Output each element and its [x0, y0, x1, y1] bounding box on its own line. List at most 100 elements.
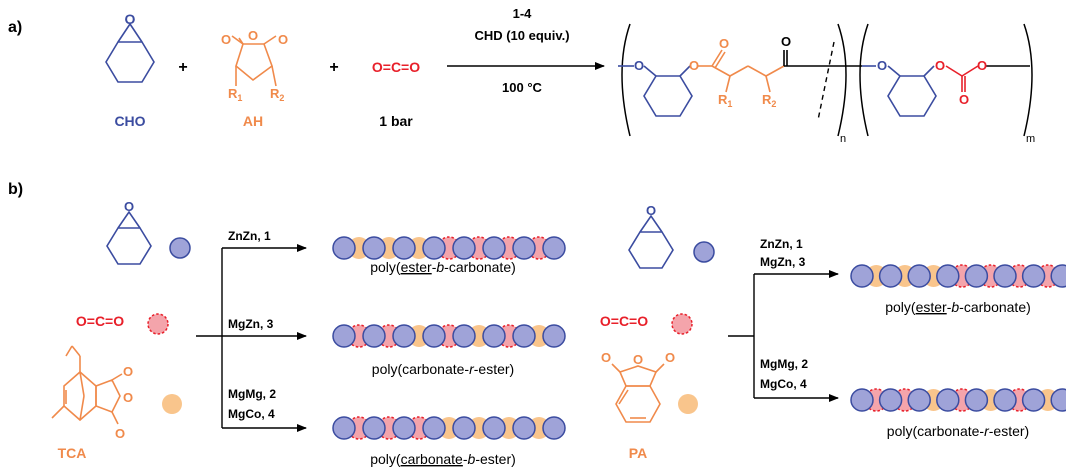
- polymer-o-4: O: [781, 34, 791, 49]
- epoxide-bead: [332, 416, 356, 440]
- pa-oxygen-left: O: [601, 350, 611, 365]
- pressure-label: 1 bar: [379, 113, 413, 129]
- epoxide-bead: [878, 388, 903, 412]
- epoxide-bead: [422, 416, 446, 440]
- co2-molecule-b-right: O=C=O: [600, 313, 648, 329]
- epoxide-bead: [392, 236, 416, 260]
- epoxide-bead: [422, 236, 446, 260]
- co2-molecule-b-left: O=C=O: [76, 313, 124, 329]
- chain-left-1: [332, 236, 566, 260]
- left-cat-3b: MgCo, 4: [228, 407, 275, 421]
- co2-bead-legend-right: [671, 313, 693, 335]
- chain-left-3: [332, 416, 566, 440]
- polymer-o-6: O: [935, 58, 945, 73]
- cho-structure-b-left: [106, 210, 152, 265]
- epoxide-bead: [964, 388, 989, 412]
- plus-2: +: [329, 59, 338, 76]
- cho-oxygen-b-right: O: [646, 203, 656, 218]
- right-product-2: poly(carbonate-r-ester): [887, 423, 1029, 439]
- left-product-2: poly(carbonate-r-ester): [372, 361, 514, 377]
- epoxide-bead: [512, 324, 536, 348]
- catalysts-label: 1-4: [513, 6, 533, 21]
- cho-structure-b-right: [628, 214, 674, 269]
- epoxide-bead: [422, 324, 446, 348]
- left-cat-3a: MgMg, 2: [228, 387, 276, 401]
- epoxide-bead-legend-right: [693, 241, 715, 263]
- ah-oxygen-ring: O: [248, 28, 258, 43]
- epoxide-bead: [878, 264, 903, 288]
- epoxide-bead: [542, 324, 566, 348]
- pa-oxygen-right: O: [665, 350, 675, 365]
- right-product-1: poly(ester-b-carbonate): [885, 299, 1031, 315]
- epoxide-bead: [482, 236, 506, 260]
- right-cat-2a: MgMg, 2: [760, 357, 808, 371]
- chain-left-2: [332, 324, 566, 348]
- epoxide-bead: [512, 416, 536, 440]
- pa-oxygen-ring: O: [633, 352, 643, 367]
- left-product-1: poly(ester-b-carbonate): [370, 259, 516, 275]
- epoxide-bead: [332, 236, 356, 260]
- epoxide-bead: [1050, 388, 1066, 412]
- epoxide-bead: [993, 388, 1017, 412]
- tca-structure: [51, 345, 123, 425]
- polymer-o-1: O: [634, 58, 644, 73]
- ah-label: AH: [243, 113, 263, 129]
- polymer-o-5: O: [877, 58, 887, 73]
- epoxide-bead: [362, 324, 386, 348]
- left-branch-arrows: [196, 244, 307, 432]
- epoxide-bead: [542, 236, 566, 260]
- epoxide-bead: [452, 324, 476, 348]
- polymer-m: m: [1026, 133, 1035, 145]
- epoxide-bead: [482, 324, 506, 348]
- cho-oxygen: O: [125, 11, 136, 27]
- epoxide-bead: [332, 324, 356, 348]
- epoxide-bead: [542, 416, 566, 440]
- tca-oxygen-2: O: [123, 390, 133, 405]
- epoxide-bead: [907, 264, 931, 288]
- panel-b-label: b): [8, 181, 23, 198]
- epoxide-bead: [362, 236, 386, 260]
- left-cat-2: MgZn, 3: [228, 317, 274, 331]
- anhydride-bead-legend-left: [162, 394, 182, 414]
- epoxide-bead: [362, 416, 386, 440]
- plus-1: +: [178, 59, 187, 76]
- epoxide-bead: [392, 324, 416, 348]
- polymer-o-3: O: [719, 36, 729, 51]
- panel-a-label: a): [8, 19, 22, 36]
- chain-right-2: [850, 388, 1066, 412]
- epoxide-bead-legend-left: [169, 237, 191, 259]
- polymer-o-7: O: [959, 92, 969, 107]
- epoxide-bead: [482, 416, 506, 440]
- cho-oxygen-b-left: O: [124, 199, 134, 214]
- tca-oxygen-1: O: [123, 364, 133, 379]
- pa-structure: [611, 363, 665, 423]
- cho-label: CHO: [114, 113, 145, 129]
- epoxide-bead: [850, 264, 874, 288]
- ah-oxygen-left: O: [221, 32, 231, 47]
- ah-r2: R2: [270, 86, 284, 103]
- epoxide-bead: [452, 416, 476, 440]
- epoxide-bead: [1021, 388, 1046, 412]
- left-product-3: poly(carbonate-b-ester): [370, 451, 516, 467]
- epoxide-bead: [964, 264, 989, 288]
- epoxide-bead: [1050, 264, 1066, 288]
- epoxide-bead: [936, 264, 960, 288]
- right-cat-1a: ZnZn, 1: [760, 237, 803, 251]
- polymer-o-8: O: [977, 58, 987, 73]
- epoxide-bead: [993, 264, 1017, 288]
- polymer-product: O O O O R1 R2 O: [618, 23, 1035, 145]
- left-cat-1: ZnZn, 1: [228, 229, 271, 243]
- epoxide-bead: [392, 416, 416, 440]
- epoxide-bead: [1021, 264, 1046, 288]
- polymer-o-2: O: [689, 58, 699, 73]
- epoxide-bead: [850, 388, 874, 412]
- right-cat-1b: MgZn, 3: [760, 255, 806, 269]
- tca-oxygen-3: O: [115, 426, 125, 441]
- pa-label: PA: [629, 445, 647, 461]
- polymer-n: n: [840, 133, 846, 145]
- co2-molecule-a: O=C=O: [372, 59, 420, 75]
- epoxide-bead: [512, 236, 536, 260]
- anhydride-bead-legend-right: [678, 394, 698, 414]
- epoxide-bead: [452, 236, 476, 260]
